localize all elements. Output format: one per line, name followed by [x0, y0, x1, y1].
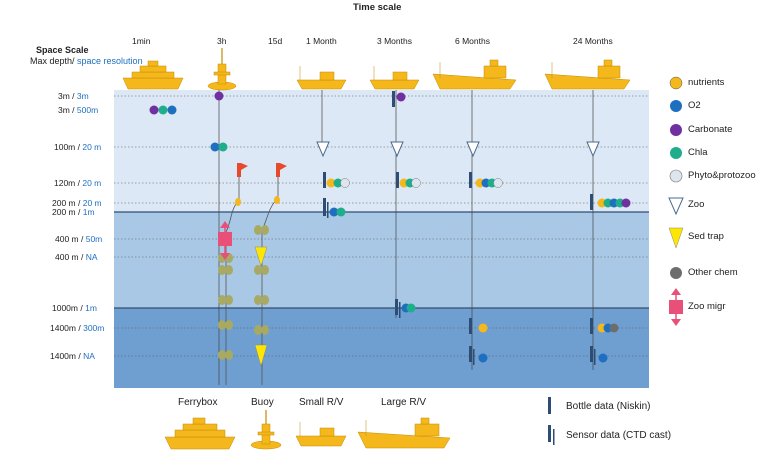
depth-row-6: 400 m / 50m: [55, 234, 103, 244]
legend-carbonate-label: Carbonate: [688, 124, 733, 135]
depth-row-2: 100m / 20 m: [54, 142, 102, 152]
legend-sedtrap-label: Sed trap: [688, 231, 724, 242]
layer-surface: [114, 90, 649, 212]
depth-row-1: 3m / 500m: [58, 105, 99, 115]
legend-otherchem-label: Other chem: [688, 267, 738, 278]
1month-samples: [323, 172, 350, 218]
legend-chla-label: Chla: [688, 147, 708, 158]
legend-nutrients-label: nutrients: [688, 77, 725, 88]
legend-phyto-label: Phyto&protozoo: [688, 170, 756, 181]
title: Time scale: [353, 2, 402, 13]
bottle-data-icon: [548, 397, 551, 414]
carbonate-3h: [214, 91, 224, 101]
ferry-top-icon: [122, 60, 184, 90]
1min-sensors: [149, 105, 177, 115]
legend-o2-icon: [670, 100, 682, 112]
buoy-top-icon: [207, 48, 237, 91]
time-label-3h: 3h: [217, 36, 227, 46]
legend-otherchem-icon: [670, 267, 682, 279]
time-label-1month: 1 Month: [306, 36, 337, 46]
depth-row-4: 200 m / 20 m: [52, 198, 102, 208]
zoo-icon: [316, 141, 330, 158]
legend-zoomigr-label: Zoo migr: [688, 301, 726, 312]
sensor-data-icon: [548, 425, 551, 442]
time-label-24months: 24 Months: [573, 36, 613, 46]
chla-3h: [218, 142, 228, 152]
sed-trap-400m: [254, 246, 268, 267]
legend-symbols: [668, 76, 684, 326]
legend-carbonate-icon: [670, 124, 682, 136]
depth-row-0: 3m / 3m: [58, 91, 89, 101]
small-rv-top-icon-2: [369, 66, 420, 90]
legend-zoo-icon: [668, 197, 684, 216]
depth-row-10: 1400m / NA: [50, 351, 95, 361]
time-label-3months: 3 Months: [377, 36, 412, 46]
space-scale-subheading: Max depth/ space resolution: [30, 56, 143, 66]
24months-samples: [590, 194, 631, 365]
legend-zoo-label: Zoo: [688, 199, 705, 210]
legend-zoomigr-icon: [669, 288, 683, 326]
depth-guidelines: [114, 95, 649, 357]
large-rv-bottom-icon: [357, 417, 451, 449]
bottle-data-label: Bottle data (Niskin): [566, 401, 651, 412]
depth-row-8: 1000m / 1m: [52, 303, 97, 313]
platform-label-ferrybox: Ferrybox: [178, 397, 218, 408]
zoo-icon: [466, 141, 480, 158]
sensor-data-icon-thin: [553, 429, 555, 445]
zoo-icon: [586, 141, 600, 158]
platform-label-large-rv: Large R/V: [381, 397, 427, 408]
large-rv-top-icon: [432, 59, 517, 90]
depth-row-3: 120m / 20 m: [54, 178, 102, 188]
space-scale-heading: Space Scale: [36, 45, 89, 55]
time-label-15d: 15d: [268, 36, 283, 46]
legend-nutrients-icon: [669, 76, 683, 90]
legend-o2-label: O2: [688, 100, 701, 111]
layer-mesopelagic: [114, 212, 649, 308]
legend-sedtrap-icon: [668, 227, 684, 249]
small-rv-bottom-icon: [295, 422, 347, 447]
time-label-1min: 1min: [132, 36, 151, 46]
legend-chla-icon: [670, 147, 682, 159]
layer-deep: [114, 308, 649, 388]
ferrybox-bottom-icon: [164, 417, 236, 450]
large-rv-top-icon-2: [544, 59, 631, 90]
o2-3h: [210, 142, 220, 152]
zoo-icon: [390, 141, 404, 158]
6months-samples: [469, 172, 503, 365]
3months-samples: [392, 91, 421, 318]
platform-label-buoy: Buoy: [251, 397, 274, 408]
depth-row-9: 1400m / 300m: [50, 323, 105, 333]
depth-row-7: 400 m / NA: [55, 252, 98, 262]
small-rv-top-icon: [296, 66, 347, 90]
sensor-data-label: Sensor data (CTD cast): [566, 430, 672, 441]
legend-phyto-icon: [669, 169, 683, 183]
zoo-markers: [316, 141, 600, 158]
sed-trap-1400m: [254, 344, 268, 367]
platform-label-small-rv: Small R/V: [299, 397, 344, 408]
buoy-bottom-icon: [250, 410, 282, 450]
time-label-6months: 6 Months: [455, 36, 490, 46]
depth-row-5: 200 m / 1m: [52, 207, 95, 217]
zoo-migration-marker: [218, 221, 232, 260]
